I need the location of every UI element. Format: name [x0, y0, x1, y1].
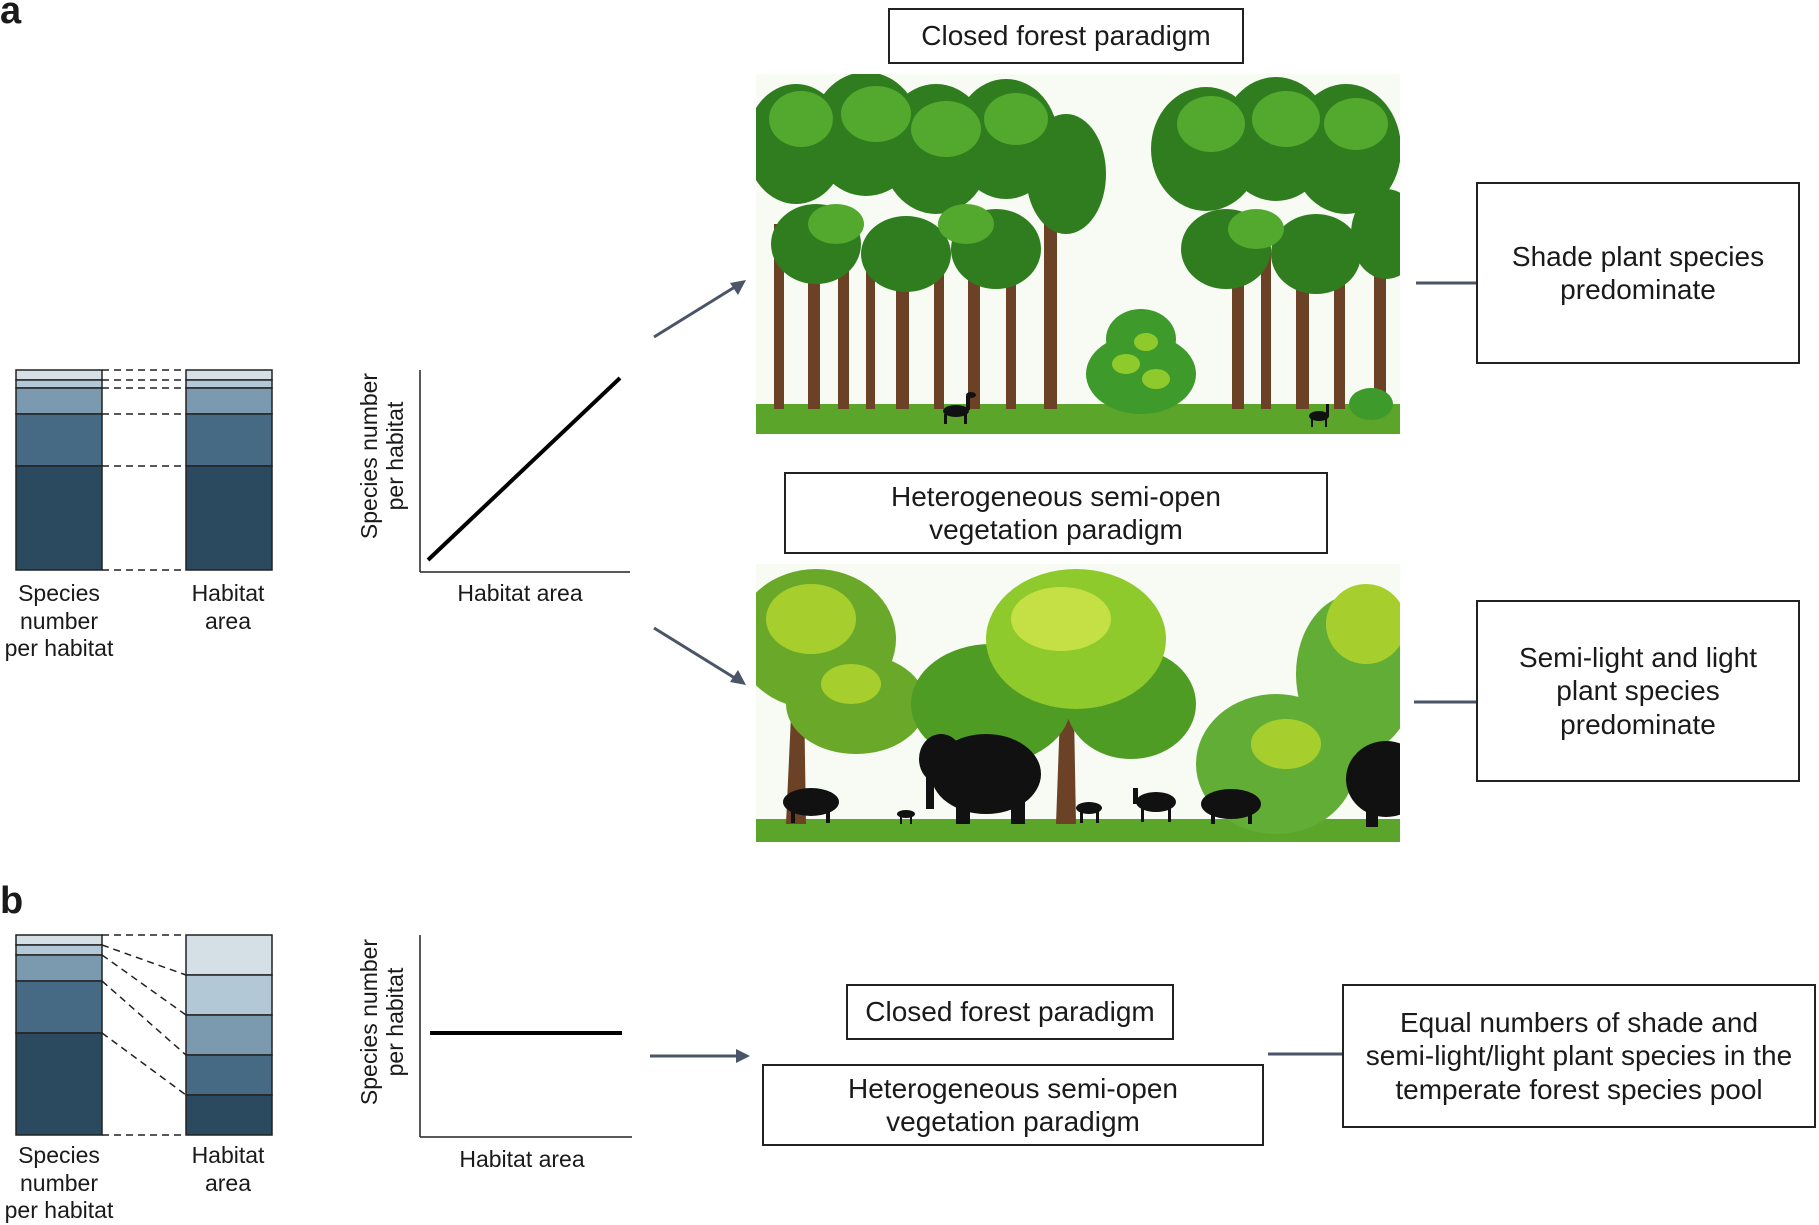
panel-a-semi-open-title: Heterogeneous semi-open vegetation parad… [784, 472, 1328, 554]
panel-a-result-shade: Shade plant species predominate [1476, 182, 1800, 364]
panel-b-plot [419, 935, 632, 1138]
increasing-trend-line [426, 376, 622, 562]
panel-b-stacked-bars [15, 934, 273, 1136]
panel-b-caption-species: Species number per habitat [4, 1142, 114, 1224]
panel-b-ylabel: Species number per habitat [356, 938, 409, 1106]
panel-a-arrow-up [653, 280, 746, 339]
panel-b-semi-open-title: Heterogeneous semi-open vegetation parad… [762, 1064, 1264, 1146]
panel-a-closed-forest-title: Closed forest paradigm [888, 8, 1244, 64]
panel-a-label: a [0, 0, 22, 32]
panel-b-closed-forest-title: Closed forest paradigm [846, 984, 1174, 1040]
panel-a-caption-species: Species number per habitat [4, 580, 114, 662]
semi-open-illustration [756, 564, 1400, 842]
panel-b-xlabel: Habitat area [459, 1146, 585, 1172]
panel-a-result-light: Semi-light and light plant species predo… [1476, 600, 1800, 782]
panel-a-stacked-bars [15, 369, 273, 571]
panel-b-caption-area: Habitat area [191, 1142, 265, 1196]
closed-forest-illustration [756, 74, 1400, 434]
panel-a-arrow-down [653, 626, 746, 685]
panel-b-label: b [0, 880, 24, 922]
panel-a-plot [419, 370, 630, 573]
panel-b-arrow-1 [650, 1049, 750, 1063]
panel-b-result-equal: Equal numbers of shade and semi-light/li… [1342, 984, 1816, 1128]
panel-a-xlabel: Habitat area [457, 580, 583, 606]
panel-a-ylabel: Species number per habitat [356, 372, 409, 540]
panel-a-caption-area: Habitat area [191, 580, 265, 634]
